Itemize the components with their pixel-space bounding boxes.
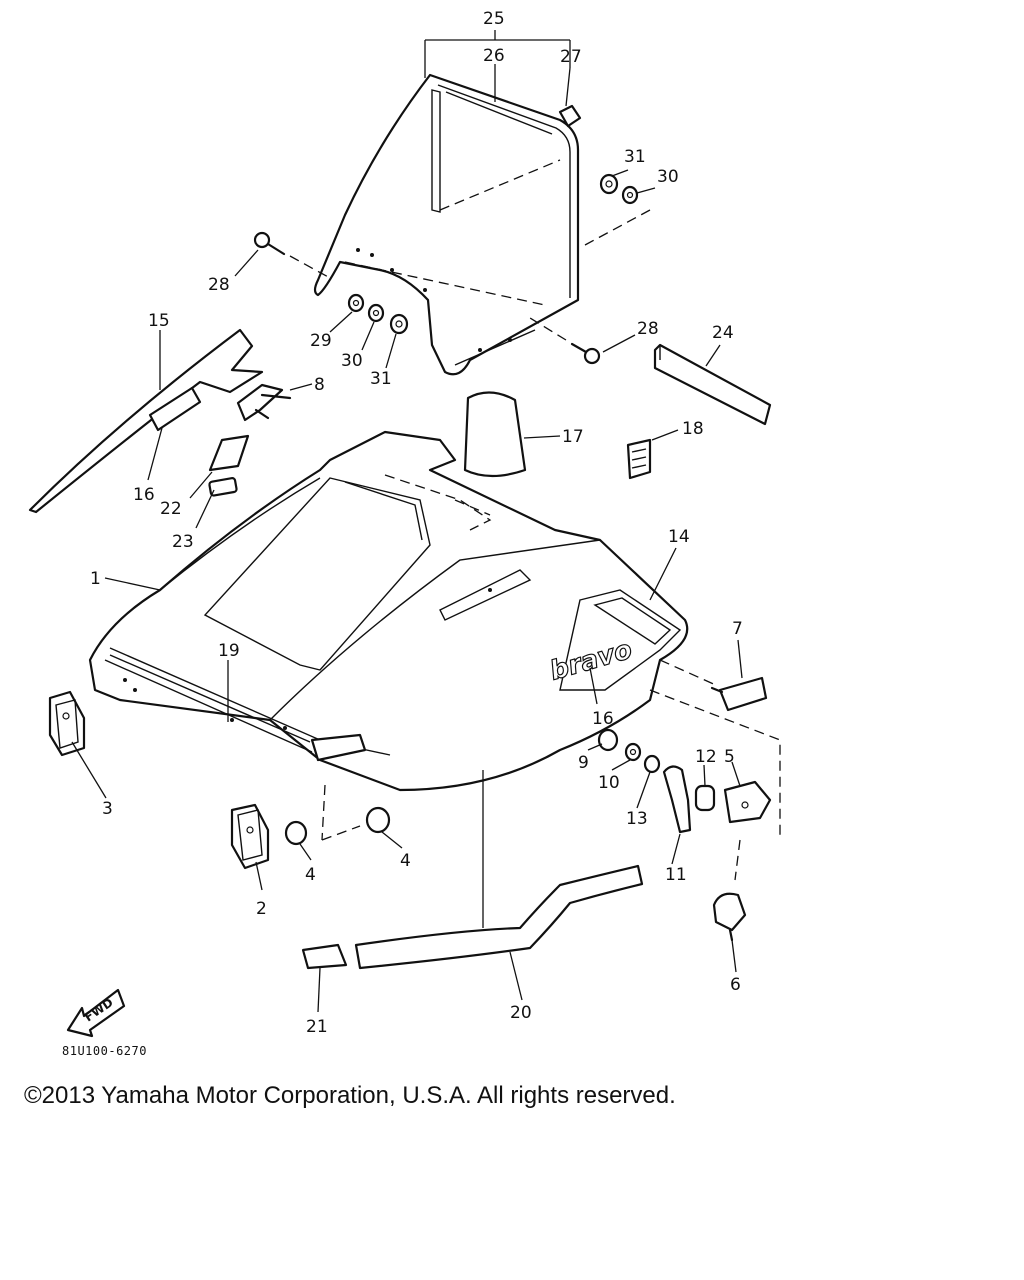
callout-6: 6 — [730, 975, 741, 995]
callout-19: 19 — [218, 641, 240, 661]
part-8-bracket — [236, 383, 292, 422]
part-5-bracket — [723, 780, 772, 824]
callout-18: 18 — [682, 419, 704, 439]
callout-22: 22 — [160, 499, 182, 519]
part-6-knob — [712, 892, 747, 942]
callout-28-left: 28 — [208, 275, 230, 295]
callout-31-lower: 31 — [370, 369, 392, 389]
callout-7: 7 — [732, 619, 743, 639]
callout-16-left: 16 — [133, 485, 155, 505]
part-15-side-decal — [28, 328, 264, 514]
part-7-latch — [710, 676, 768, 712]
part-17-visor — [463, 391, 527, 478]
part-23-pad — [208, 477, 238, 497]
part-11-arm — [662, 765, 692, 834]
part-31-nut-lower — [389, 313, 409, 335]
part-24-strip — [653, 343, 772, 426]
callout-5: 5 — [724, 747, 735, 767]
callout-30-upper: 30 — [657, 167, 679, 187]
callout-20: 20 — [510, 1003, 532, 1023]
parts-diagram: bravo — [28, 9, 781, 1038]
part-21-trim-end — [301, 943, 348, 970]
callout-28-right: 28 — [637, 319, 659, 339]
callout-25: 25 — [483, 9, 505, 29]
fwd-arrow-icon: FWD — [66, 988, 126, 1038]
callout-26: 26 — [483, 46, 505, 66]
callout-10: 10 — [598, 773, 620, 793]
callout-29: 29 — [310, 331, 332, 351]
callout-16-right: 16 — [592, 709, 614, 729]
part-29-washer — [347, 293, 365, 313]
part-20-trim — [354, 864, 644, 970]
callouts: 25 26 27 28 28 29 30 31 31 30 15 16 8 22… — [90, 9, 743, 1037]
callout-12: 12 — [695, 747, 717, 767]
part-22-pad — [208, 434, 250, 472]
callout-4-right: 4 — [400, 851, 411, 871]
callout-11: 11 — [665, 865, 687, 885]
part-4-grommet-left — [284, 820, 308, 846]
callout-23: 23 — [172, 532, 194, 552]
part-4-grommet-right — [365, 806, 391, 834]
part-12-bushing — [694, 784, 716, 812]
part-28-bolt-right — [529, 317, 601, 365]
part-3-hinge — [48, 690, 86, 757]
callout-30-lower: 30 — [341, 351, 363, 371]
part-31-nut-upper — [599, 173, 619, 195]
callout-4-left: 4 — [305, 865, 316, 885]
part-28-bolt-left — [253, 231, 331, 279]
part-10-washer — [624, 742, 642, 762]
part-30-washer-upper — [621, 185, 639, 205]
copyright-notice: ©2013 Yamaha Motor Corporation, U.S.A. A… — [24, 1082, 676, 1109]
callout-9: 9 — [578, 753, 589, 773]
callout-24: 24 — [712, 323, 734, 343]
callout-1: 1 — [90, 569, 101, 589]
part-27-clip — [558, 104, 582, 128]
leader-lines — [71, 30, 743, 1013]
callout-21: 21 — [306, 1017, 328, 1037]
part-2-hinge — [230, 803, 270, 870]
callout-3: 3 — [102, 799, 113, 819]
callout-13: 13 — [626, 809, 648, 829]
part-1-hood — [88, 430, 689, 792]
part-30-washer-lower — [367, 303, 385, 323]
callout-15: 15 — [148, 311, 170, 331]
callout-14: 14 — [668, 527, 690, 547]
part-13-washer — [643, 754, 661, 774]
part-16-small-decal — [148, 386, 202, 432]
callout-8: 8 — [314, 375, 325, 395]
drawing-code: 81U100-6270 — [62, 1044, 147, 1058]
callout-2: 2 — [256, 899, 267, 919]
callout-17: 17 — [562, 427, 584, 447]
part-9-grommet — [597, 728, 619, 752]
windshield — [313, 73, 580, 376]
part-18-vent — [626, 438, 652, 480]
callout-31-upper: 31 — [624, 147, 646, 167]
callout-27: 27 — [560, 47, 582, 67]
